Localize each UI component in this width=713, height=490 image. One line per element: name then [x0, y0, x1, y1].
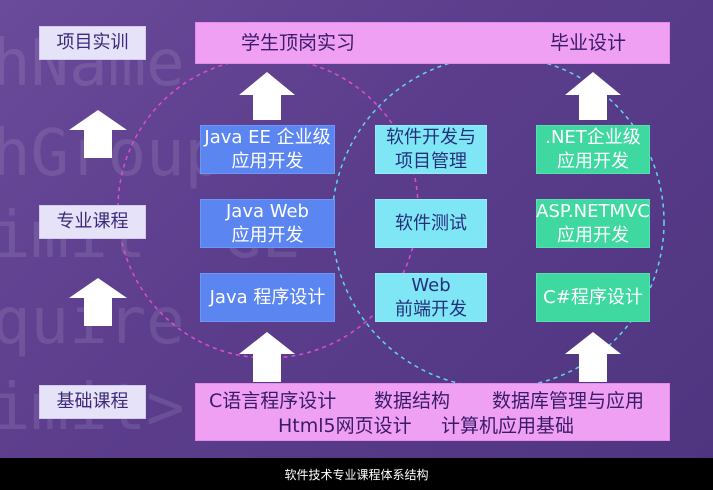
course-line-2: 前端开发 — [395, 298, 467, 320]
course-line-1: Java Web — [226, 200, 309, 222]
course-dev-project-management: 软件开发与 项目管理 — [375, 125, 487, 174]
label-foundation-courses: 基础课程 — [39, 385, 146, 419]
arrow-up-icon — [565, 72, 621, 120]
course-line-1: Java EE 企业级 — [204, 126, 331, 148]
arrow-up-icon — [565, 332, 621, 382]
course-computer-basics: 计算机应用基础 — [441, 415, 575, 437]
course-java-web: Java Web 应用开发 — [200, 199, 335, 248]
course-line-1: Java 程序设计 — [209, 286, 326, 308]
graduation-text: 毕业设计 — [550, 32, 627, 54]
course-software-testing: 软件测试 — [375, 199, 487, 248]
foundation-courses-bar: C语言程序设计 数据结构 数据库管理与应用 Html5网页设计 计算机应用基础 — [195, 383, 670, 441]
internship-text: 学生顶岗实习 — [241, 32, 356, 54]
course-net-enterprise: .NET企业级 应用开发 — [536, 125, 650, 174]
arrow-up-icon — [69, 110, 127, 158]
course-line-2: 应用开发 — [557, 150, 629, 172]
course-line-2: 应用开发 — [231, 224, 304, 246]
arrow-up-icon — [69, 278, 127, 326]
course-csharp-programming: C#程序设计 — [536, 273, 650, 322]
figure-caption: 软件技术专业课程体系结构 — [0, 458, 713, 490]
course-line-1: 软件测试 — [395, 212, 467, 234]
course-line-2: 应用开发 — [557, 224, 629, 246]
course-line-1: 软件开发与 — [386, 126, 476, 148]
course-c-programming: C语言程序设计 — [209, 390, 337, 412]
course-line-1: C#程序设计 — [543, 286, 643, 308]
course-system-diagram: hName hGroup imit GE quire imit> 项目实训 专业… — [0, 0, 713, 458]
course-database: 数据库管理与应用 — [492, 390, 645, 412]
course-line-2: 项目管理 — [395, 150, 467, 172]
course-web-frontend: Web 前端开发 — [375, 273, 487, 322]
course-line-1: Web — [411, 274, 451, 296]
course-html5: Html5网页设计 — [278, 415, 412, 437]
flow-arrows — [69, 72, 621, 382]
course-java-programming: Java 程序设计 — [200, 273, 335, 322]
label-project-practice: 项目实训 — [39, 26, 146, 60]
course-java-ee: Java EE 企业级 应用开发 — [200, 125, 335, 174]
top-practice-bar: 学生顶岗实习 毕业设计 — [195, 22, 670, 64]
course-asp-net-mvc: ASP.NETMVC 应用开发 — [536, 199, 650, 248]
label-professional-courses: 专业课程 — [39, 205, 146, 239]
course-data-structures: 数据结构 — [374, 390, 451, 412]
arrow-up-icon — [239, 72, 295, 120]
course-line-1: ASP.NETMVC — [536, 200, 650, 222]
arrow-up-icon — [239, 332, 295, 382]
course-line-1: .NET企业级 — [545, 126, 641, 148]
course-line-2: 应用开发 — [231, 150, 304, 172]
